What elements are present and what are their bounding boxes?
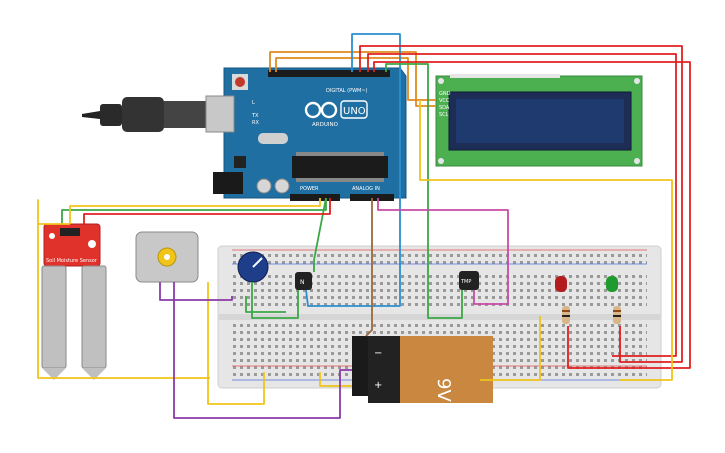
lcd-pin-scl: SCL [439,112,449,118]
wire-yellow [419,100,673,381]
l-label: L [252,100,255,106]
wire-orange [275,57,436,101]
wire-purple [159,282,233,301]
arduino-model-label: UNO [343,106,366,117]
lcd-display: GND VCC SDA SCL [435,74,643,167]
wire-yellow [480,316,541,381]
lcd-pin-vcc: VCC [439,98,450,104]
transistor-n-label: N [300,279,305,286]
wires [37,33,691,419]
wire-red [373,61,691,369]
breadboard [217,245,662,389]
lcd-pin-sda: SDA [439,105,450,111]
wire-red [367,53,677,357]
wire-green [385,63,463,319]
tx-label: TX [251,113,259,119]
lcd-pin-gnd: GND [439,91,451,97]
wire-purple [173,282,352,419]
battery-plus-label: + [374,380,382,391]
digital-pwm-label: DIGITAL (PWM~) [326,88,368,94]
resistor-red-led [562,306,570,324]
dc-motor [135,231,199,283]
wire-blue [305,33,401,307]
resistor-green-led [613,306,621,324]
wire-green [61,198,327,224]
wire-red [83,198,331,224]
wire-green [245,296,286,313]
transistor-n: N [295,272,312,290]
wire-yellow [69,198,321,224]
green-led [606,276,618,292]
lcd-mount-holes [438,78,640,164]
wire-green [313,197,327,272]
rx-label: RX [252,120,259,126]
wire-yellow [207,282,265,405]
wire-brown [365,198,373,337]
soil-sensor-label: Soil Moisture Sensor [46,258,98,264]
potentiometer [237,251,269,283]
red-led [555,276,567,292]
wire-orange [269,51,436,107]
soil-moisture-sensor: Soil Moisture Sensor [41,223,107,380]
arduino-brand-label: ARDUINO [312,122,339,128]
wire-pink [377,198,509,305]
temperature-sensor-label: TMP [460,279,471,285]
analog-in-label: ANALOG IN [352,186,380,192]
power-label: POWER [300,186,319,192]
wire-yellow [37,199,210,379]
wire-green [251,282,299,319]
battery-9v: − + 9V [352,336,493,403]
lcd-top-header [450,74,560,78]
battery-minus-label: − [374,348,382,359]
battery-voltage-label: 9V [433,378,454,402]
arduino-uno-board: DIGITAL (PWM~) ARDUINO UNO TX RX L POWER… [205,67,407,201]
arduino-logo-icon [304,100,368,119]
wire-yellow [319,372,352,387]
temperature-sensor: TMP [459,271,479,290]
